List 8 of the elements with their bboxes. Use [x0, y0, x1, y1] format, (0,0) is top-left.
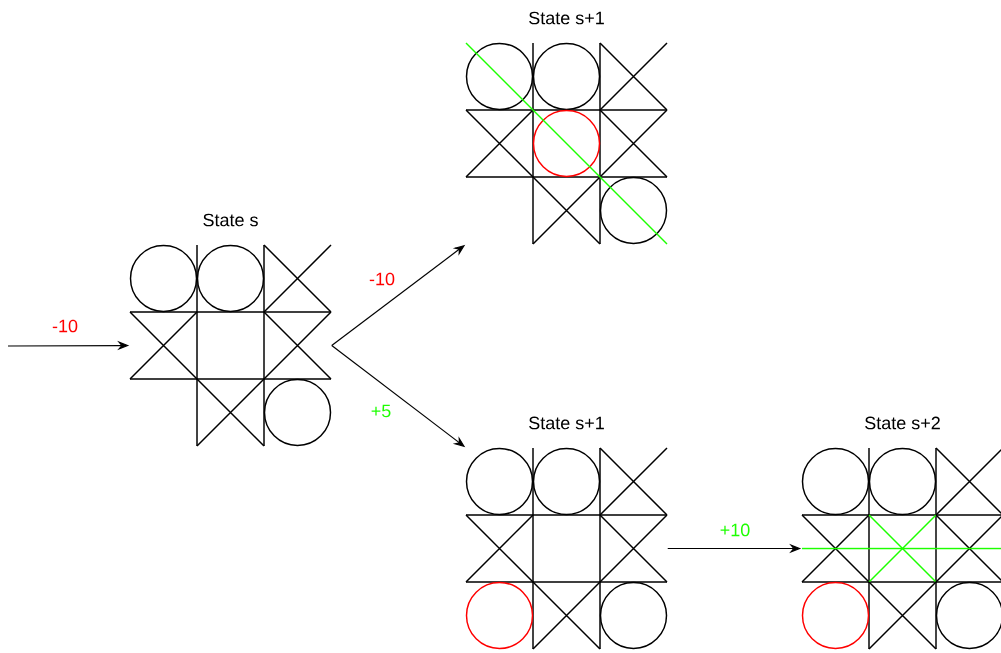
state-title: State s	[203, 213, 258, 227]
state-title: State s+2	[865, 416, 940, 430]
edge-label: +10	[718, 522, 752, 538]
state-title: State s+1	[529, 416, 604, 430]
edge-label: -10	[50, 318, 80, 334]
edge-label: -10	[367, 271, 397, 287]
state-title: State s+1	[529, 11, 604, 25]
edge-label: +5	[369, 403, 393, 419]
